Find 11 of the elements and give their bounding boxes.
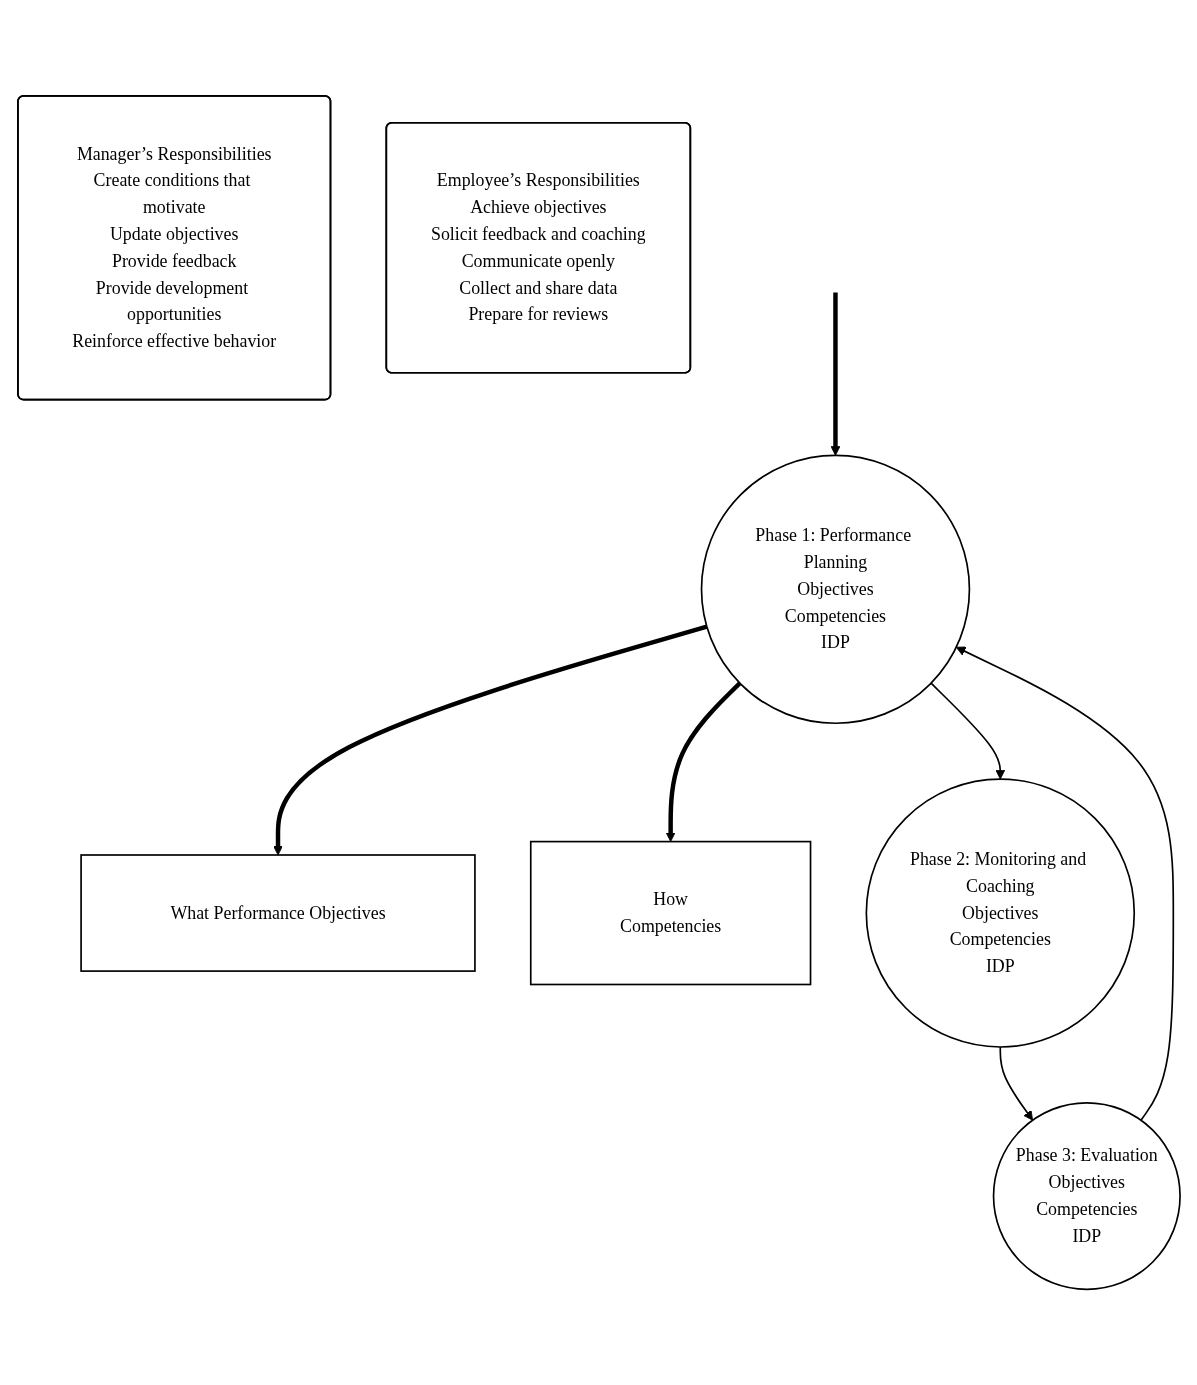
arrow <box>272 624 707 856</box>
node-circle: Phase 2: Monitoring and Coaching Objectives Competencies IDP <box>865 778 1135 1048</box>
node-circle: Phase 1: Performance Planning Objectives Competencies IDP <box>700 454 970 724</box>
node-box: What Performance Objectives <box>79 854 476 972</box>
arrow <box>955 646 1174 1121</box>
arrow <box>830 292 840 456</box>
node-circle: Phase 3: Evaluation Objectives Competencies IDP <box>992 1101 1181 1291</box>
arrow <box>998 1046 1033 1121</box>
arrow <box>665 681 741 842</box>
node-box: How Competencies <box>529 840 811 986</box>
arrow <box>929 682 1005 780</box>
